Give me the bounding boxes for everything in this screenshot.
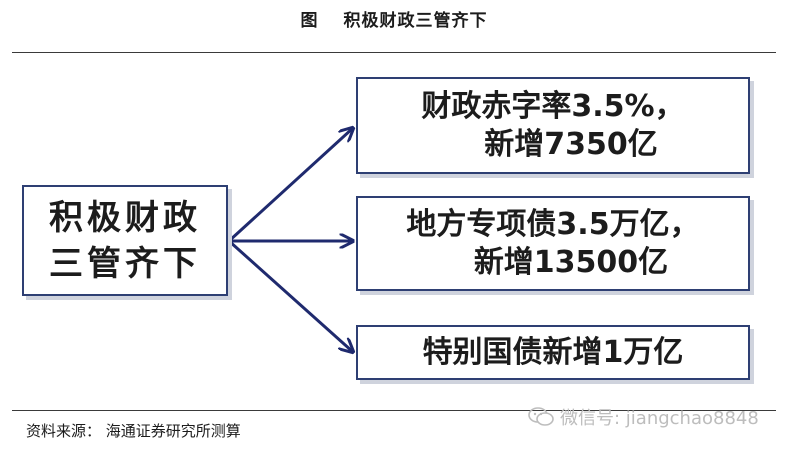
center-box-line1: 积极财政 (49, 197, 201, 238)
center-box-line2: 三管齐下 (49, 243, 201, 284)
center-box: 积极财政 三管齐下 (22, 185, 228, 296)
wechat-icon (528, 407, 554, 426)
top-rule (12, 52, 776, 53)
special-bonds-box-line1: 地方专项债3.5万亿， (406, 206, 700, 242)
arrow-to-treasury-bonds (227, 239, 353, 352)
arrow-to-deficit (227, 128, 353, 243)
treasury-bonds-box-line1: 特别国债新增1万亿 (422, 334, 684, 370)
treasury-bonds-box: 特别国债新增1万亿 (356, 325, 750, 380)
deficit-box-line2: 新增7350亿 (484, 126, 658, 162)
deficit-box: 财政赤字率3.5%， 新增7350亿 (356, 77, 750, 174)
figure-title: 图 积极财政三管齐下 (300, 11, 488, 31)
deficit-box-line1: 财政赤字率3.5%， (421, 88, 685, 124)
bottom-rule (12, 410, 776, 411)
watermark-text: 微信号: jiangchao8848 (560, 408, 759, 429)
watermark: 微信号: jiangchao8848 (528, 404, 759, 430)
special-bonds-box-line2: 新增13500亿 (473, 244, 669, 280)
source-note: 资料来源： 海通证券研究所测算 (26, 422, 241, 440)
special-bonds-box: 地方专项债3.5万亿， 新增13500亿 (356, 196, 750, 291)
